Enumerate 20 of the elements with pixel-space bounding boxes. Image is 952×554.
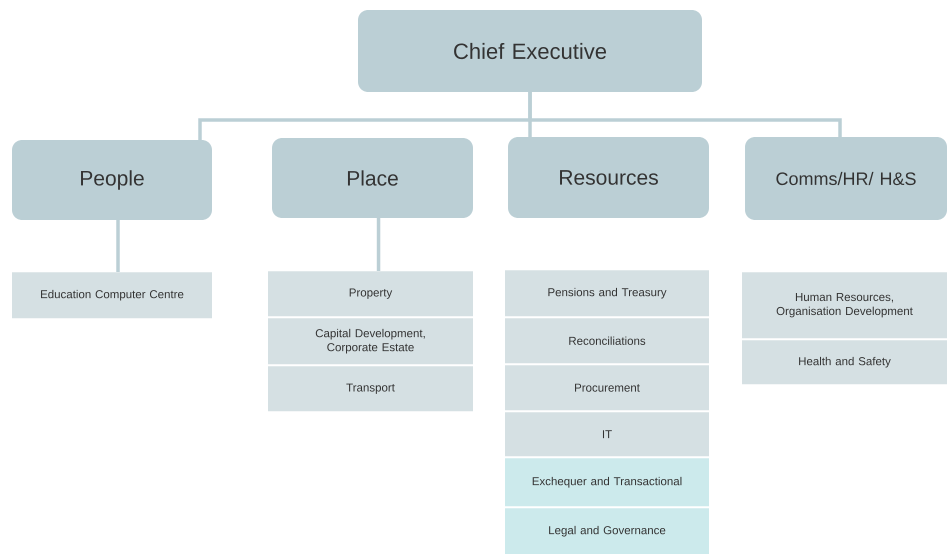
- connector-line: [376, 218, 380, 271]
- unit-box: Exchequer and Transactional: [505, 458, 709, 506]
- unit-box: Education Computer Centre: [12, 272, 212, 318]
- unit-box: IT: [505, 412, 709, 456]
- connector-line: [528, 92, 842, 137]
- unit-box: Transport: [268, 366, 473, 412]
- connector-line: [116, 220, 120, 272]
- department-box: Place: [272, 138, 473, 218]
- department-box: Comms/HR/ H&S: [745, 137, 948, 220]
- unit-box: Property: [268, 271, 473, 316]
- unit-box: Reconciliations: [505, 318, 709, 364]
- department-box: People: [12, 140, 212, 220]
- unit-box: Legal and Governance: [505, 508, 709, 554]
- unit-box: Procurement: [505, 365, 709, 410]
- unit-box: Health and Safety: [742, 340, 948, 384]
- department-box: Resources: [508, 137, 709, 218]
- unit-box: Capital Development, Corporate Estate: [268, 318, 473, 364]
- title-box: Chief Executive: [358, 10, 702, 92]
- unit-box: Pensions and Treasury: [505, 270, 709, 316]
- unit-box: Human Resources, Organisation Development: [742, 272, 948, 338]
